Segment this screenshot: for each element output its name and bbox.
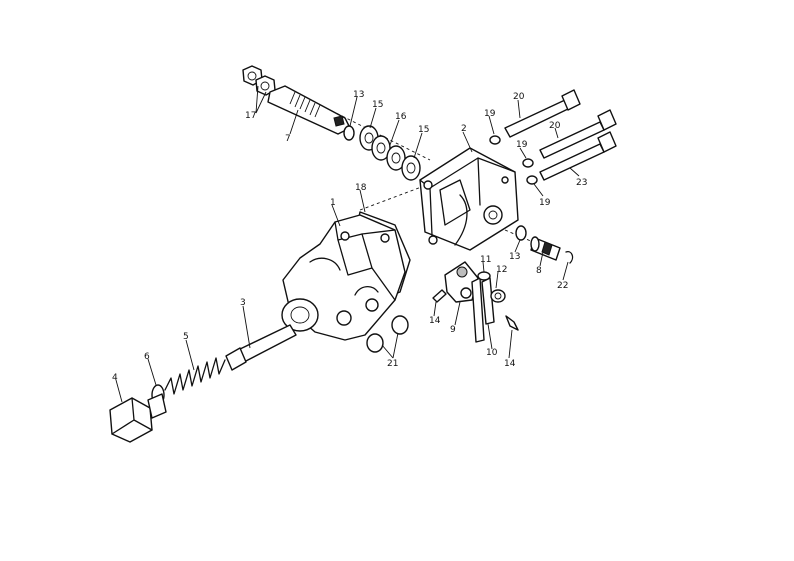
part-22-snap-ring	[565, 251, 574, 264]
callout-19-middle: 19	[516, 140, 528, 150]
parts-10-11-12-linkage	[471, 271, 506, 343]
part-20-bolts	[504, 89, 617, 159]
callout-14-left: 14	[429, 316, 441, 326]
part-3-piston-rod	[225, 324, 297, 371]
part-9-lever	[444, 261, 479, 303]
callout-16: 16	[395, 112, 407, 122]
callout-20-top: 20	[513, 92, 525, 102]
callout-5: 5	[183, 332, 189, 342]
callout-13-lower: 13	[509, 252, 520, 262]
callout-8: 8	[536, 266, 542, 276]
callout-9: 9	[450, 325, 456, 335]
callout-7: 7	[285, 134, 291, 144]
callout-3: 3	[240, 298, 246, 308]
callout-19-top: 19	[484, 109, 496, 119]
part-17-nuts	[242, 65, 276, 96]
part-13-o-ring-upper	[343, 125, 355, 141]
callout-18: 18	[355, 183, 367, 193]
part-1-main-body	[281, 214, 406, 341]
part-19-washers	[489, 135, 538, 185]
callout-4: 4	[112, 373, 118, 383]
callout-19-bottom: 19	[539, 198, 551, 208]
callout-14-right: 14	[504, 359, 516, 369]
callout-6: 6	[144, 352, 150, 362]
part-4-plug	[109, 393, 167, 443]
callout-labels: 1 2 3 4 5 6 7 8 9 10 11 12 13 13 14 14 1…	[112, 90, 587, 383]
parts-15-16-washers	[359, 125, 421, 181]
callout-17: 17	[245, 111, 256, 121]
part-2-cover-housing	[419, 147, 519, 251]
callout-22: 22	[557, 281, 568, 291]
callout-15-upper: 15	[372, 100, 383, 110]
part-8-shaft	[530, 236, 561, 261]
part-14-pins	[432, 289, 519, 331]
part-7-adjusting-screw	[267, 85, 351, 135]
part-13-o-ring-lower	[515, 225, 527, 241]
callout-23: 23	[576, 178, 587, 188]
callout-11: 11	[480, 255, 491, 265]
callout-13-upper: 13	[353, 90, 364, 100]
callout-12: 12	[496, 265, 507, 275]
callout-10: 10	[486, 348, 498, 358]
callout-21: 21	[387, 359, 398, 369]
part-23-bolt	[539, 131, 617, 181]
callout-2: 2	[461, 124, 467, 134]
part-21-o-rings	[366, 315, 409, 353]
callout-1: 1	[330, 198, 336, 208]
leader-lines	[115, 85, 580, 403]
callout-15-lower: 15	[418, 125, 429, 135]
callout-20-middle: 20	[549, 121, 561, 131]
part-5-spring	[164, 357, 226, 395]
